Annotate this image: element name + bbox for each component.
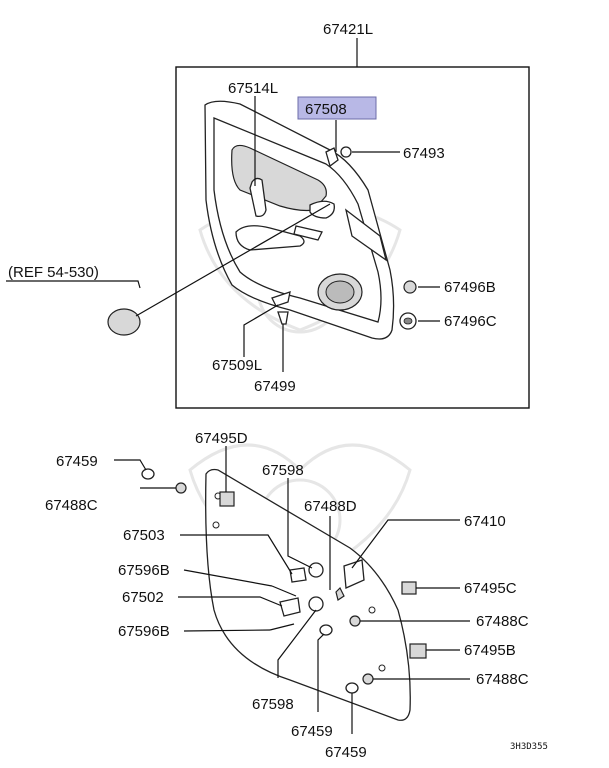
fastener-67496B — [403, 280, 417, 294]
label-67488C-b[interactable]: 67488C — [476, 613, 529, 630]
cap-67598-a — [308, 562, 324, 578]
part-ref-54-530 — [107, 308, 141, 336]
bracket-67509L — [271, 291, 291, 307]
label-67495D[interactable]: 67495D — [195, 430, 248, 447]
bracket-67502 — [279, 597, 301, 617]
label-67598-a[interactable]: 67598 — [262, 462, 304, 479]
screw-67596B-a — [271, 585, 297, 597]
label-67421L[interactable]: 67421L — [323, 21, 373, 38]
door-trim-panel — [204, 100, 395, 340]
leader-67598-b — [277, 609, 317, 678]
leader-ref — [6, 280, 141, 289]
clip-67508 — [325, 147, 339, 168]
label-67410[interactable]: 67410 — [464, 513, 506, 530]
leader-67598-a — [287, 478, 313, 569]
label-67495C[interactable]: 67495C — [464, 580, 517, 597]
diagram-code: 3H3D355 — [510, 742, 548, 752]
screw-67488C-b — [349, 615, 361, 627]
label-ref-54-530[interactable]: (REF 54-530) — [8, 264, 99, 281]
label-67502[interactable]: 67502 — [122, 589, 164, 606]
label-67495B[interactable]: 67495B — [464, 642, 516, 659]
clip-67495C — [401, 581, 417, 595]
bracket-67503 — [289, 567, 307, 583]
leader-67459-a — [114, 459, 147, 471]
label-67508[interactable]: 67508 — [305, 101, 347, 118]
leader-67502 — [178, 596, 283, 607]
label-67459-b[interactable]: 67459 — [291, 723, 333, 740]
leader-ref-part — [135, 203, 331, 317]
leader-67509L — [243, 304, 279, 357]
label-67496B[interactable]: 67496B — [444, 279, 496, 296]
label-67598-b[interactable]: 67598 — [252, 696, 294, 713]
label-67596B-b[interactable]: 67596B — [118, 623, 170, 640]
label-67488C-a[interactable]: 67488C — [45, 497, 98, 514]
highlight-67508[interactable] — [297, 96, 377, 120]
label-67503[interactable]: 67503 — [123, 527, 165, 544]
label-67596B-a[interactable]: 67596B — [118, 562, 170, 579]
upper-assembly-frame — [175, 66, 530, 409]
label-67493[interactable]: 67493 — [403, 145, 445, 162]
screw-67493 — [340, 146, 352, 158]
grommet-67459-b — [319, 624, 333, 636]
screw-67596B-b — [269, 623, 295, 631]
label-67509L[interactable]: 67509L — [212, 357, 262, 374]
grommet-67459-a — [141, 468, 155, 480]
leader-67503 — [180, 534, 293, 575]
grommet-67459-c — [345, 682, 359, 694]
leader-67596B-a — [183, 569, 273, 587]
label-67488C-c[interactable]: 67488C — [476, 671, 529, 688]
clip-67495B — [409, 643, 427, 659]
label-67488D[interactable]: 67488D — [304, 498, 357, 515]
leader-67410 — [351, 519, 460, 569]
screw-67488D — [335, 586, 345, 601]
label-67459-c[interactable]: 67459 — [325, 744, 367, 761]
door-lower-panel — [205, 468, 411, 721]
screw-67488C-c — [362, 673, 374, 685]
label-67514L[interactable]: 67514L — [228, 80, 278, 97]
label-67459-a[interactable]: 67459 — [56, 453, 98, 470]
bolt-67499 — [277, 311, 289, 325]
leader-67596B-b — [183, 629, 271, 632]
label-67499[interactable]: 67499 — [254, 378, 296, 395]
cap-67598-b — [308, 596, 324, 612]
leader-67459-b — [317, 633, 325, 712]
clip-67495D — [219, 491, 235, 507]
label-67496C[interactable]: 67496C — [444, 313, 497, 330]
screw-67488C-a — [175, 482, 187, 494]
